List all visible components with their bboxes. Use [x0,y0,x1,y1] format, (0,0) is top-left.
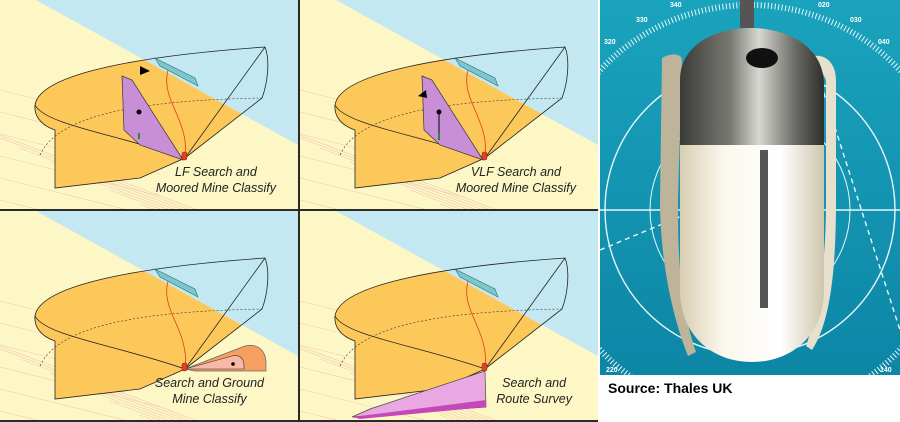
ship-icon [154,57,199,87]
image-source-credit: Source: Thales UK [608,380,733,396]
tether-cable [466,69,486,159]
compass-label: 320 [604,39,616,46]
arrow-left-icon [418,90,427,98]
sonar-photo-graphic: 340 330 320 020 030 040 220 140 [600,0,900,375]
floor-grid-line [0,177,125,209]
panel-caption: Search and Route Survey [496,376,572,406]
floor-grid-line [300,177,425,209]
sonar-beam [421,75,484,161]
panel-ground-mine: Search and Ground Mine Classify [0,211,298,420]
panel-vlf-search: VLF Search and Moored Mine Classify [300,0,598,209]
compass-label: 340 [670,2,682,9]
floor-grid-line [300,199,337,209]
floor-grid-line [139,414,154,420]
coverage-edge [184,257,266,370]
vlf-search-illustration [300,0,598,209]
sonar-mode-diagrams: LF Search and Moored Mine Classify VLF S… [0,0,598,422]
floor-grid-line [300,410,337,420]
panel-caption: LF Search and Moored Mine Classify [155,165,276,195]
panel-caption: VLF Search and Moored Mine Classify [455,165,576,195]
floor-grid-line [139,203,154,209]
compass-label: 140 [880,367,892,374]
ground-mine-icon [231,362,235,366]
compass-label: 220 [606,367,618,374]
sonar-body-icon [481,151,488,161]
coverage-edge [34,315,186,370]
panel-caption: Search and Ground Mine Classify [154,376,264,406]
sonar-beam [121,75,184,161]
sonar-body-icon [181,362,188,372]
tether-cable [466,280,486,370]
coverage-outline [334,257,569,400]
floor-grid-line [0,410,37,420]
lf-search-illustration [0,0,298,209]
floor-grid-line [109,400,161,420]
ship-icon [154,268,199,298]
panel-route-survey: Search and Route Survey [300,211,598,420]
floor-grid-line [0,388,125,420]
tether-cable [166,69,186,159]
route-survey-swath [352,400,486,419]
floor-grid-line [439,414,454,420]
coverage-edge [484,46,566,159]
coverage-edge [334,315,486,370]
compass-label: 040 [878,39,890,46]
route-survey-illustration [300,211,598,420]
panel-lf-search: LF Search and Moored Mine Classify [0,0,298,209]
classify-beam [184,355,245,370]
mine-anchor-icon [438,133,440,139]
sonar-body-icon [181,151,188,161]
coverage-outline [34,257,269,400]
ship-icon [454,57,499,87]
ground-mine-illustration [0,211,298,420]
mine-anchor-icon [138,133,140,139]
coverage-outline [34,46,269,189]
compass-label: 020 [818,2,830,9]
coverage-edge [484,257,566,370]
sonar-equipment-photo: 340 330 320 020 030 040 220 140 [600,0,900,375]
coverage-outline [334,46,569,189]
floor-grid-line [439,203,454,209]
sonar-body-icon [481,362,488,372]
floor-grid-line [409,189,461,209]
coverage-edge [184,46,266,159]
floor-grid-line [0,199,37,209]
tether-cable [166,280,186,370]
arrow-right-icon [140,66,150,75]
compass-label: 330 [636,17,648,24]
floor-grid-line [109,189,161,209]
compass-label: 030 [850,17,862,24]
ship-icon [454,268,499,298]
moored-mine-icon [136,109,142,115]
